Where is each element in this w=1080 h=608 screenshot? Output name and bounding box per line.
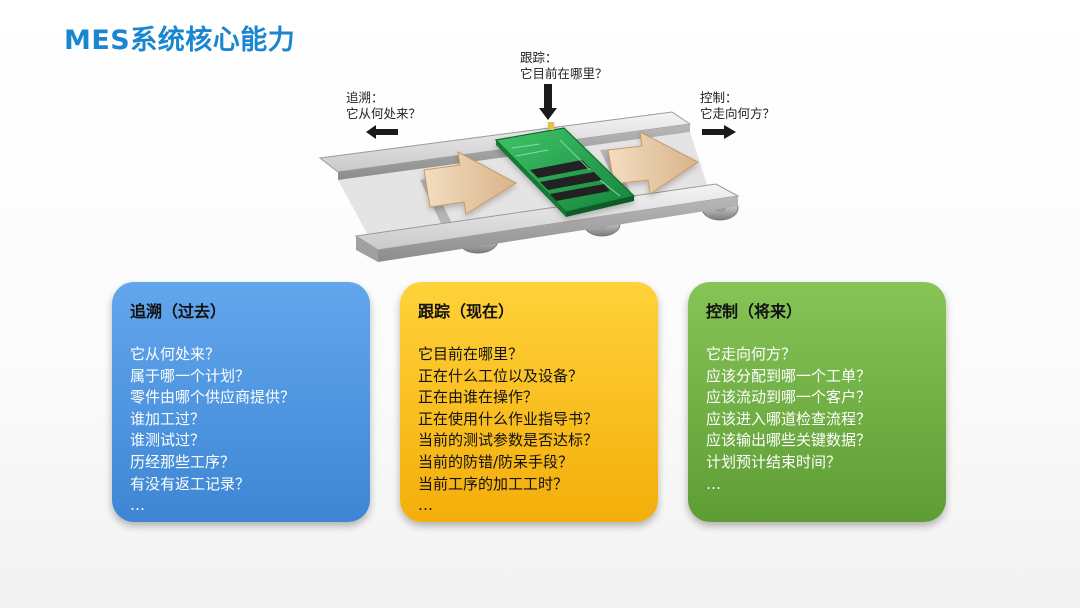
control-callout-title: 控制： bbox=[700, 90, 738, 105]
card-item: 应该分配到哪一个工单？ bbox=[706, 366, 872, 385]
track-callout-question: 它目前在哪里？ bbox=[520, 66, 608, 81]
track-callout: 跟踪： 它目前在哪里？ bbox=[520, 50, 608, 82]
track-card: 跟踪（现在） 它目前在哪里？ 正在什么工位以及设备？ 正在由谁在操作？ 正在使用… bbox=[400, 282, 658, 522]
card-item: … bbox=[706, 474, 721, 493]
card-item: … bbox=[130, 496, 145, 515]
right-arrow-icon bbox=[702, 125, 736, 139]
page-title: MES系统核心能力 bbox=[64, 25, 296, 56]
left-arrow-icon bbox=[366, 125, 398, 139]
control-callout: 控制： 它走向何方？ bbox=[700, 90, 775, 122]
track-callout-title: 跟踪： bbox=[520, 50, 558, 65]
card-item: 零件由哪个供应商提供？ bbox=[130, 388, 296, 407]
track-card-title: 跟踪（现在） bbox=[418, 302, 515, 321]
card-item: 当前的防错/防呆手段？ bbox=[418, 452, 574, 471]
card-item: 正在什么工位以及设备？ bbox=[418, 366, 584, 385]
down-arrow-icon bbox=[539, 84, 557, 120]
card-item: 谁加工过？ bbox=[130, 409, 206, 428]
card-item: 计划预计结束时间？ bbox=[706, 452, 842, 471]
card-item: 谁测试过？ bbox=[130, 431, 206, 450]
card-item: 历经那些工序？ bbox=[130, 452, 236, 471]
card-item: 正在由谁在操作？ bbox=[418, 388, 539, 407]
trace-callout-question: 它从何处来？ bbox=[346, 106, 422, 121]
card-item: 正在使用什么作业指导书？ bbox=[418, 409, 599, 428]
card-item: 应该进入哪道检查流程？ bbox=[706, 409, 872, 428]
card-item: 它目前在哪里？ bbox=[418, 345, 524, 363]
control-callout-question: 它走向何方？ bbox=[700, 106, 776, 121]
trace-card: 追溯（过去） 它从何处来？ 属于哪一个计划？ 零件由哪个供应商提供？ 谁加工过？… bbox=[112, 282, 370, 522]
incoming-arrow-icon bbox=[423, 151, 518, 215]
control-card-title: 控制（将来） bbox=[706, 302, 803, 321]
card-item: 属于哪一个计划？ bbox=[130, 366, 251, 385]
card-item: 应该流动到哪一个客户？ bbox=[706, 388, 872, 407]
card-item: 当前工序的加工工时？ bbox=[418, 474, 569, 493]
pcb-board-icon bbox=[494, 122, 636, 217]
card-item: 当前的测试参数是否达标？ bbox=[418, 431, 599, 450]
card-item: 有没有返工记录？ bbox=[130, 474, 251, 493]
card-item: 它走向何方？ bbox=[706, 345, 797, 363]
card-item: 应该输出哪些关键数据？ bbox=[706, 431, 872, 450]
trace-callout-title: 追溯： bbox=[346, 90, 384, 105]
control-card: 控制（将来） 它走向何方？ 应该分配到哪一个工单？ 应该流动到哪一个客户？ 应该… bbox=[688, 282, 946, 522]
card-item: … bbox=[418, 496, 433, 515]
conveyor-illustration bbox=[318, 84, 740, 262]
trace-card-title: 追溯（过去） bbox=[130, 302, 227, 321]
trace-callout: 追溯： 它从何处来？ bbox=[346, 90, 421, 122]
card-item: 它从何处来？ bbox=[130, 345, 221, 363]
